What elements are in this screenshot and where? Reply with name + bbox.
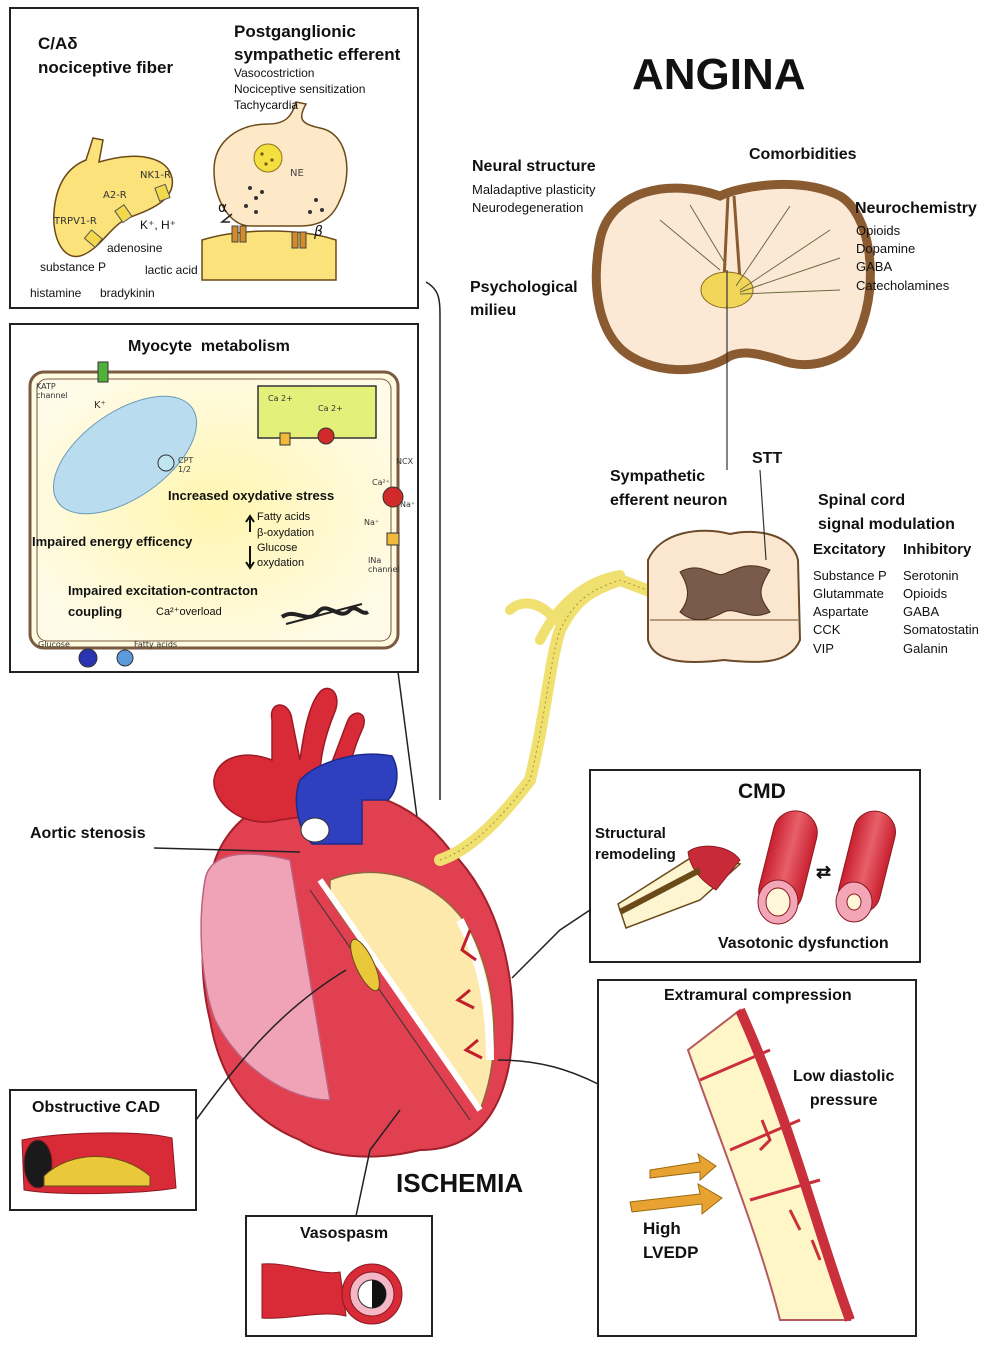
neural-item-1: Maladaptive plasticity [472, 182, 596, 197]
fatty-acid-transporter [117, 650, 133, 666]
nk1r-label: NK1-R [140, 170, 171, 181]
myocyte-title: Myocyte metabolism [128, 338, 290, 356]
stt-label: STT [752, 450, 782, 468]
glucose-label: Glucose [257, 542, 297, 554]
structural-remodeling-label: Structural remodeling [595, 823, 676, 865]
na-side-label-2: Na⁺ [400, 500, 415, 509]
ca-side-label: Ca²⁺ [372, 478, 390, 487]
lactic-acid-label: lactic acid [145, 263, 198, 277]
excitatory-item-5: VIP [813, 641, 834, 656]
substance-p-label: substance P [40, 260, 106, 274]
inhibitory-item-5: Galanin [903, 641, 948, 656]
ne-vesicle [254, 144, 282, 172]
beta-label: β [314, 224, 323, 240]
fatty-acids-label: Fatty acids [257, 511, 310, 523]
excitatory-item-2: Glutammate [813, 586, 884, 601]
alpha-label: α [218, 200, 227, 216]
nociceptive-fiber-title: C/Aδ nociceptive fiber [38, 32, 173, 80]
inhibitory-item-3: GABA [903, 604, 939, 619]
oxydation-label: oxydation [257, 557, 304, 569]
extramural-title: Extramural compression [664, 987, 852, 1005]
cpt-transporter [158, 455, 174, 471]
vasotonic-arrows: ⇄ [816, 862, 831, 883]
neurochem-item-1: Opioids [856, 223, 900, 238]
ischemia-label: ISCHEMIA [396, 1168, 523, 1199]
trpv1r-label: TRPV1-R [54, 216, 97, 227]
excitatory-item-3: Aspartate [813, 604, 869, 619]
gray-matter-small [680, 566, 770, 620]
cmd-title: CMD [738, 780, 786, 804]
high-lvedp-label: High LVEDP [643, 1217, 698, 1265]
energy-label: Impaired energy efficency [32, 534, 192, 549]
cpt-label: CPT 1/2 [178, 456, 193, 474]
efferent-effect-2: Nociceptive sensitization [234, 82, 365, 96]
inhibitory-item-2: Opioids [903, 586, 947, 601]
adenosine-label: adenosine [107, 241, 162, 255]
excitatory-item-1: Substance P [813, 568, 887, 583]
inhibitory-heading: Inhibitory [903, 541, 971, 558]
glucose-transporter [79, 649, 97, 667]
inhibitory-item-1: Serotonin [903, 568, 959, 583]
efferent-effect-1: Vasocostriction [234, 66, 314, 80]
extramural-box [598, 980, 916, 1336]
heart [201, 688, 512, 1156]
ca-overload-label: Ca²⁺overload [156, 605, 222, 618]
ca-label-2: Ca 2+ [318, 404, 343, 413]
aortic-stenosis-label: Aortic stenosis [30, 825, 146, 843]
comorbidities-label: Comorbidities [749, 146, 857, 164]
oxidative-stress-label: Increased oxydative stress [168, 488, 334, 503]
spinal-cord-section [596, 184, 870, 470]
excitatory-heading: Excitatory [813, 541, 886, 558]
bradykinin-label: bradykinin [100, 286, 155, 300]
histamine-label: histamine [30, 286, 81, 300]
modulation-title: Spinal cord signal modulation [818, 489, 955, 537]
k-plus-label: K⁺ [94, 400, 106, 411]
ncx-label: NCX [396, 457, 413, 466]
figure-title: ANGINA [632, 50, 806, 100]
ca-label-1: Ca 2+ [268, 394, 293, 403]
psychological-label: Psychological milieu [470, 276, 578, 322]
neurochemistry-label: Neurochemistry [855, 200, 977, 218]
glucose-transporter-label: Glucose [38, 640, 70, 649]
katp-channel [98, 362, 108, 382]
neurochem-item-2: Dopamine [856, 241, 915, 256]
a2r-label: A2-R [103, 190, 127, 201]
excitatory-item-4: CCK [813, 622, 840, 637]
ne-label: NE [290, 168, 304, 179]
na-side-label: Na⁺ [364, 518, 379, 527]
ina-channel [387, 533, 399, 545]
ina-label: INa channel [368, 556, 400, 574]
vasospasm-label: Vasospasm [300, 1225, 388, 1243]
neural-item-2: Neurodegeneration [472, 200, 583, 215]
fatty-acids-transporter-label: Fatty acids [134, 640, 177, 649]
neural-structure-label: Neural structure [472, 158, 596, 176]
spinal-segment [648, 531, 800, 662]
sympathetic-label: Sympathetic efferent neuron [610, 465, 727, 513]
efferent-effect-3: Tachycardia [234, 98, 298, 112]
katp-label: KATP channel [36, 382, 68, 400]
ions-label: K⁺, H⁺ [140, 218, 176, 232]
beta-oxidation-label: β-oxydation [257, 527, 314, 539]
inhibitory-item-4: Somatostatin [903, 622, 979, 637]
low-diastolic-label: Low diastolic pressure [793, 1065, 894, 1113]
obstructive-cad-label: Obstructive CAD [32, 1099, 160, 1117]
neurochem-item-4: Catecholamines [856, 278, 949, 293]
vasotonic-label: Vasotonic dysfunction [718, 935, 889, 953]
postganglionic-title: Postganglionic sympathetic efferent [234, 20, 400, 66]
neurochem-item-3: GABA [856, 259, 892, 274]
